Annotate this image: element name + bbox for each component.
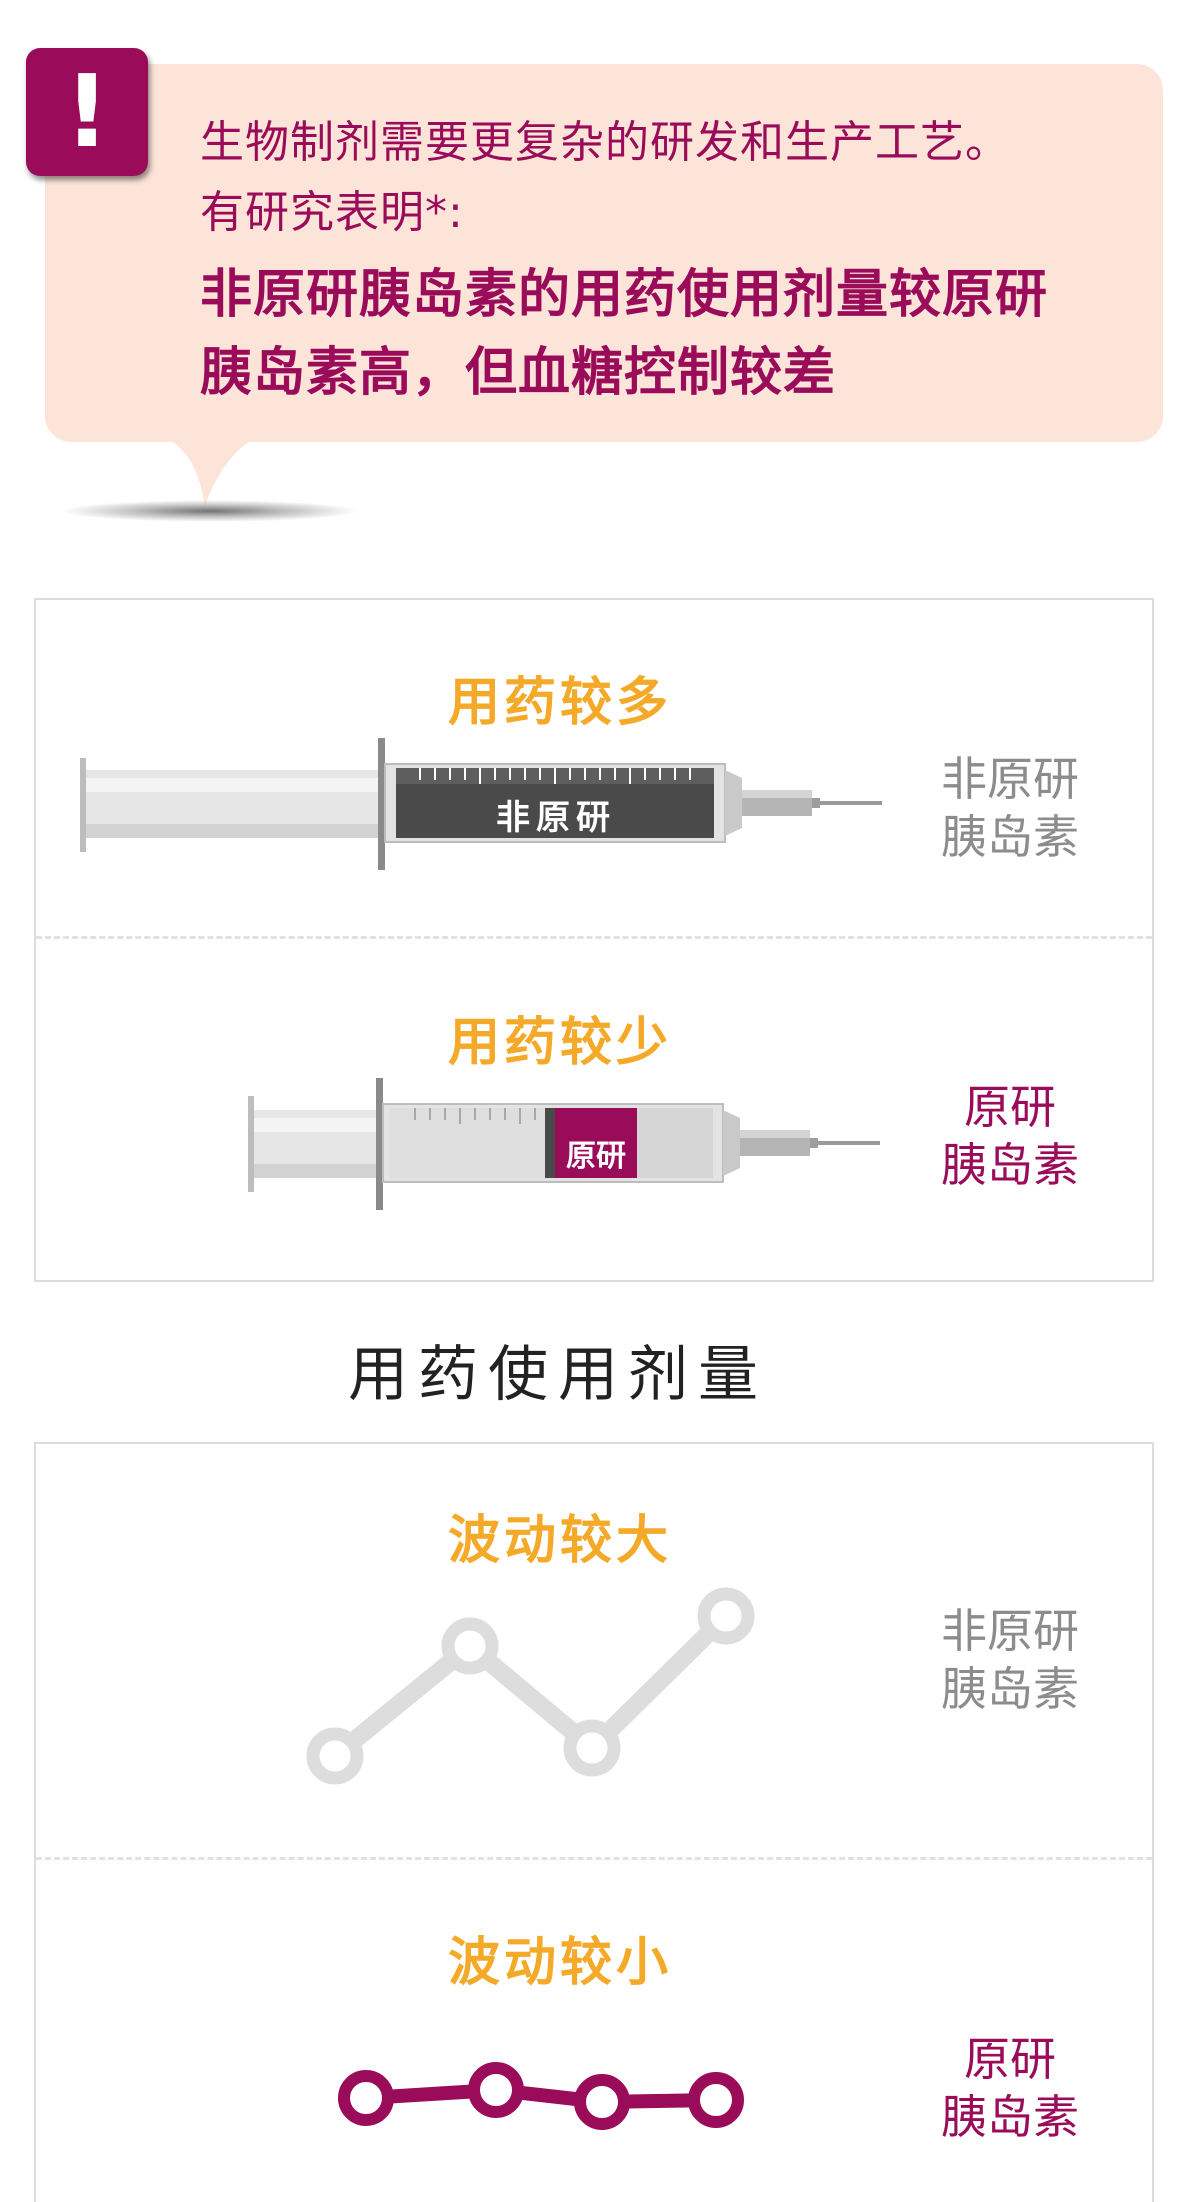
side-label-original-line-1: 原研	[964, 1080, 1056, 1134]
fluctuation-side-label-original-line-1: 原研	[964, 2032, 1056, 2086]
side-label-non-original-line-2: 胰岛素	[941, 810, 1079, 864]
side-label-original-line-2: 胰岛素	[941, 1138, 1079, 1192]
alert-icon: !	[26, 48, 148, 176]
fluctuation-side-label-non-original-line-2: 胰岛素	[941, 1662, 1079, 1716]
dosage-heading-more: 用药较多	[447, 673, 672, 733]
fluctuation-panel-divider	[36, 1857, 1152, 1860]
large-fluctuation-line-icon	[306, 1587, 755, 1785]
small-fluctuation-line-icon	[338, 2062, 744, 2130]
fluctuation-side-label-non-original-line-1: 非原研	[941, 1604, 1079, 1658]
dosage-section-title: 用药使用剂量	[348, 1340, 768, 1410]
fluctuation-heading-small: 波动较小	[447, 1933, 672, 1993]
syringe-label-non-original: 非原研	[496, 798, 616, 838]
fluctuation-heading-large: 波动较大	[447, 1511, 672, 1571]
callout-intro-line-2: 有研究表明*:	[200, 187, 464, 238]
callout-bubble-tail	[160, 436, 260, 506]
callout-bubble	[45, 64, 1163, 442]
callout-headline-line-2: 胰岛素高，但血糖控制较差	[200, 343, 837, 403]
syringe-label-original: 原研	[566, 1139, 626, 1174]
fluctuation-side-label-original-line-2: 胰岛素	[941, 2090, 1079, 2144]
callout-intro-line-1: 生物制剂需要更复杂的研发和生产工艺。	[200, 117, 1010, 168]
side-label-non-original-line-1: 非原研	[941, 752, 1079, 806]
callout-shadow	[60, 500, 360, 522]
syringe-small-icon	[248, 1078, 880, 1210]
syringe-large-icon	[80, 738, 882, 870]
dosage-panel-divider	[36, 936, 1152, 939]
dosage-heading-less: 用药较少	[447, 1013, 672, 1073]
callout-headline-line-1: 非原研胰岛素的用药使用剂量较原研	[200, 265, 1049, 325]
